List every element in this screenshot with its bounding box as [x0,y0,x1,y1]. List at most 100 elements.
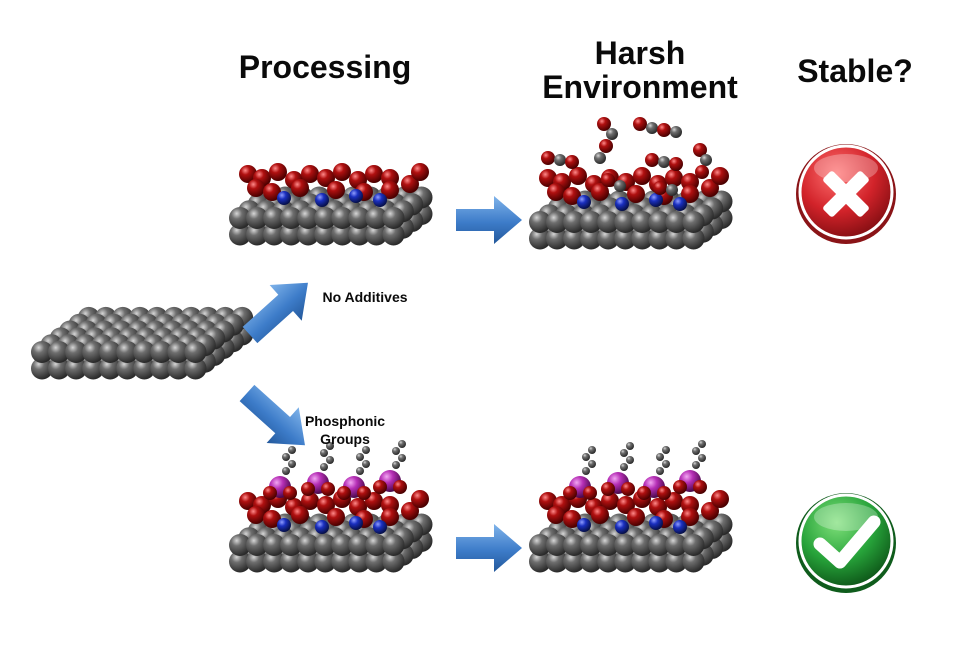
substrate-atom [682,227,705,250]
oxygen-atom [547,506,565,524]
substrate-atom [263,534,286,556]
substrate-atom [116,357,139,380]
substrate-atom [665,550,688,573]
substrate-atom [529,227,551,250]
substrate-atom [133,341,156,363]
nitrogen-atom [373,520,387,534]
nitrogen-atom [577,518,591,532]
phosphonic-label-line2: Groups [320,431,370,447]
substrate-atom [382,223,405,246]
oxygen-atom [693,480,707,494]
nitrogen-atom [615,520,629,534]
ligand-atom [582,467,590,475]
oxygen-atom [711,490,729,508]
green-check-icon [796,493,896,593]
ligand-atom [692,461,700,469]
molecule-atom [653,181,667,195]
substrate-atom [184,341,207,363]
nitrogen-atom [315,520,329,534]
ligand-atom [362,460,370,468]
substrate-atom [65,357,88,380]
substrate-atom [665,534,688,556]
ligand-atom [626,456,634,464]
ligand-atom [662,460,670,468]
substrate-atom [580,227,603,250]
ligand-atom [320,463,328,471]
ligand-atom [362,446,370,454]
substrate-atom [116,341,139,363]
substrate-atom [529,534,551,556]
substrate-atom [229,223,251,246]
substrate-atom [246,207,269,229]
arrow-to-phosphonic [239,384,305,446]
substrate-atom [631,227,654,250]
substrate-atom [99,357,122,380]
oxygen-atom [637,486,651,500]
molecule-atom [645,153,659,167]
oxygen-atom [291,506,309,524]
protected-slab-harsh-environment [529,440,733,573]
molecule-atom [565,155,579,169]
ligand-atom [620,449,628,457]
substrate-atom [597,227,620,250]
oxygen-atom [327,181,345,199]
substrate-atom [31,357,53,380]
substrate-atom [665,227,688,250]
substrate-atom [597,550,620,573]
oxygen-atom [411,490,429,508]
substrate-atom [348,550,371,573]
substrate-atom [229,550,251,573]
substrate-atom [648,211,671,233]
substrate-atom [314,550,337,573]
stable-heading: Stable? [797,53,913,89]
oxygen-atom [317,496,335,514]
oxygen-atom [283,486,297,500]
substrate-atom [546,550,568,573]
substrate-atom [614,534,637,556]
oxygen-atom [547,183,565,201]
molecule-atom [646,122,658,134]
molecule-atom [599,139,613,153]
oxygen-atom [393,480,407,494]
nitrogen-atom [673,197,687,211]
no-additives-label: No Additives [322,289,408,305]
ligand-atom [698,440,706,448]
substrate-atom [365,207,388,229]
substrate-atom [631,211,654,233]
processed-slab-phosphonic [229,440,433,573]
substrate-atom [682,534,705,556]
ligand-atom [582,453,590,461]
ligand-atom [398,440,406,448]
oxygen-atom [333,163,351,181]
ligand-atom [662,446,670,454]
ligand-atom [620,463,628,471]
molecule-atom [606,128,618,140]
substrate-atom [563,534,586,556]
substrate-atom [314,207,337,229]
substrate-atom [529,550,551,573]
oxygen-atom [239,165,257,183]
ligand-atom [656,453,664,461]
substrate-atom [563,211,586,233]
substrate-atom [280,207,303,229]
molecule-atom [658,156,670,168]
oxygen-atom [381,181,399,199]
substrate-atom [365,534,388,556]
ligand-atom [392,447,400,455]
substrate-atom [297,223,320,246]
substrate-atom [280,223,303,246]
nitrogen-atom [649,193,663,207]
red-x-icon [796,144,896,244]
substrate-atom [614,227,637,250]
ligand-atom [588,446,596,454]
oxygen-atom [621,482,635,496]
substrate-atom [229,207,251,229]
arrow-top-harsh [456,196,522,244]
oxygen-atom [373,480,387,494]
substrate-atom [648,534,671,556]
oxygen-atom [247,179,265,197]
substrate-atom [682,550,705,573]
oxygen-atom [563,187,581,205]
harsh-environment-heading: Harsh Environment [515,36,765,104]
substrate-atom [331,534,354,556]
